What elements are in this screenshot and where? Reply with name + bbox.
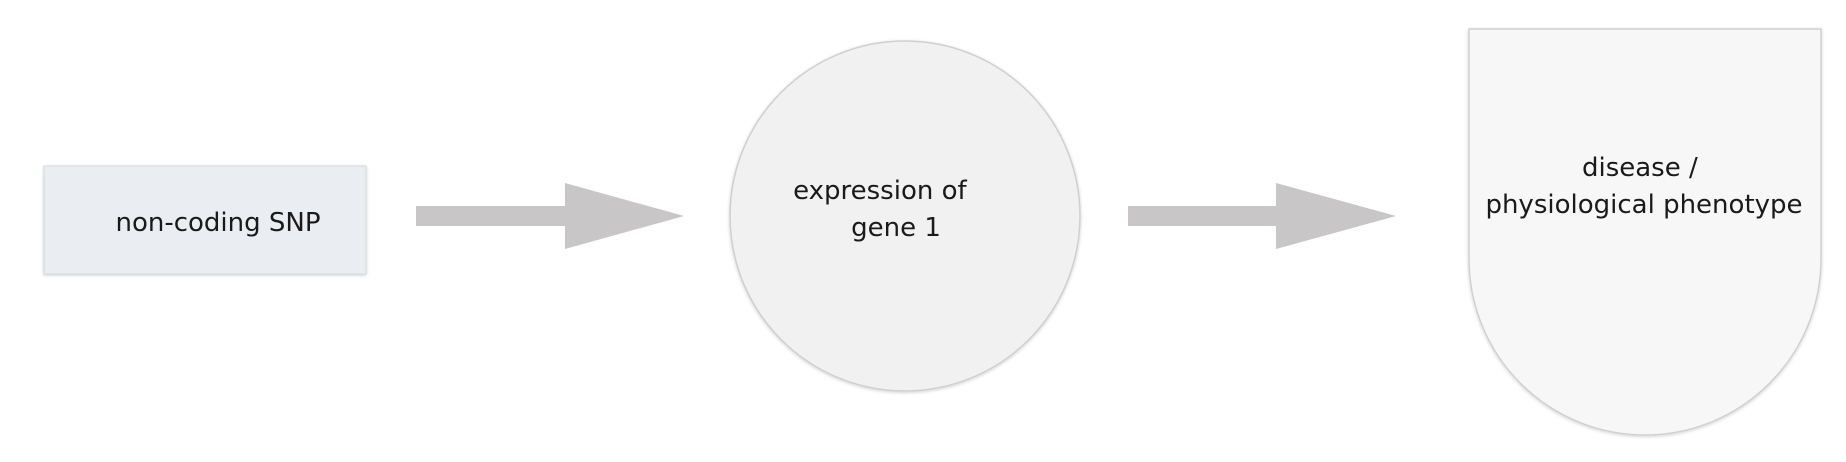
node-non-coding-snp-shape — [43, 165, 367, 275]
arrow-snp-to-gene — [416, 183, 684, 249]
node-non-coding-snp: non-coding SNP — [43, 165, 367, 275]
node-non-coding-snp-label: non-coding SNP — [115, 208, 320, 238]
node-disease-phenotype-line-2: physiological phenotype — [1485, 190, 1802, 220]
node-expression-of-gene-1: expression of gene 1 — [729, 40, 1081, 392]
node-expression-of-gene-1-shape — [729, 40, 1081, 392]
node-disease-phenotype: disease / physiological phenotype — [1468, 28, 1822, 436]
node-non-coding-snp-line-1: non-coding SNP — [115, 208, 320, 238]
node-expression-of-gene-1-line-1: expression of — [793, 176, 967, 206]
node-disease-phenotype-line-1: disease / — [1582, 153, 1698, 183]
arrow-gene-to-phenotype — [1128, 183, 1396, 249]
node-expression-of-gene-1-label: expression of gene 1 — [793, 176, 975, 243]
node-expression-of-gene-1-line-2: gene 1 — [851, 213, 941, 243]
node-disease-phenotype-shape — [1468, 28, 1822, 436]
node-disease-phenotype-label: disease / physiological phenotype — [1485, 153, 1802, 220]
